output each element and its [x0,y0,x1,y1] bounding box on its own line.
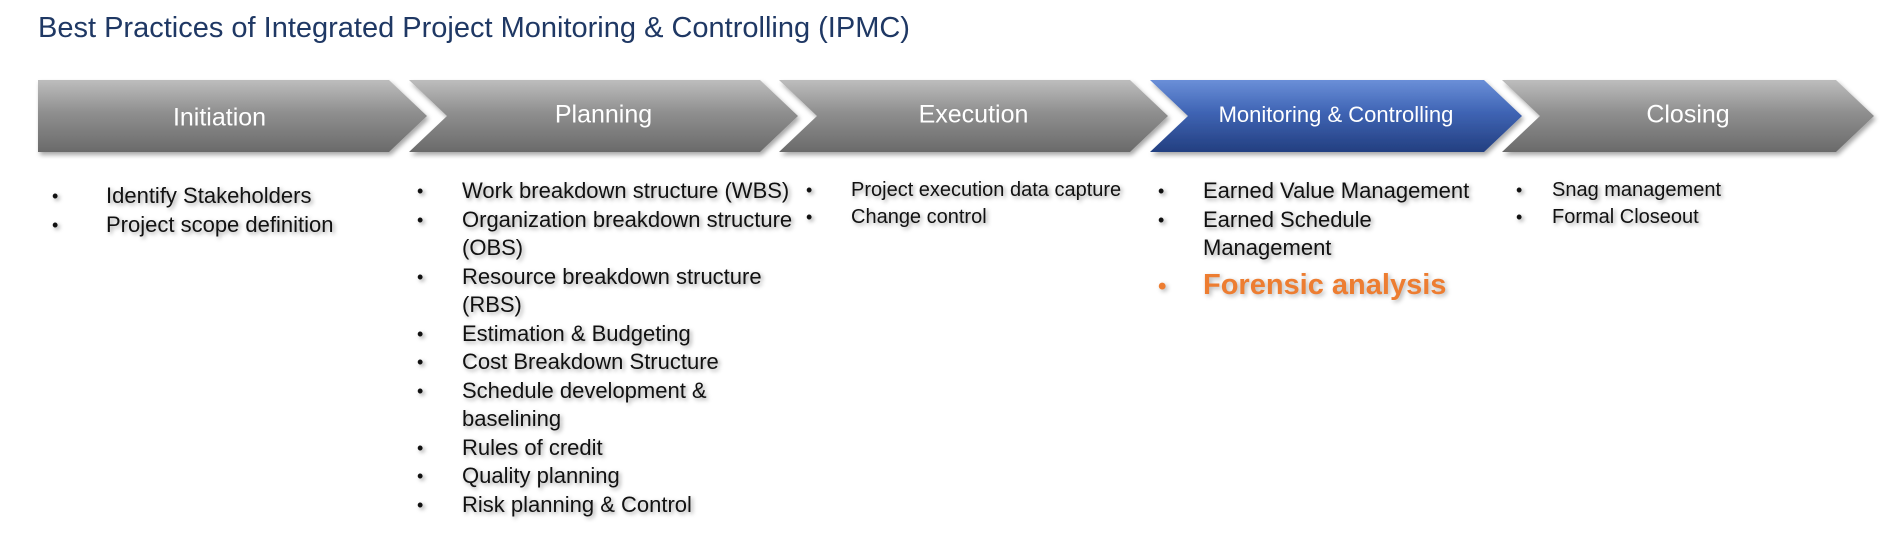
list-item: • Work breakdown structure (WBS) [417,177,802,206]
phase-item-list: • Project execution data capture • Change c… [806,177,1151,231]
bullet-icon: • [1158,272,1167,300]
bullet-icon: • [52,214,59,235]
bullet-icon: • [417,466,424,486]
list-item-text: Earned Schedule Management [1203,206,1372,261]
list-item-text: Risk planning & Control [462,491,692,517]
list-item: • Earned Schedule Management [1158,206,1488,263]
list-item: • Cost Breakdown Structure [417,348,802,377]
phase-item-list: • Identify Stakeholders • Project scope def… [52,182,333,239]
phase-item-list: • Work breakdown structure (WBS) • Organiza… [417,177,802,519]
phase-label: Planning [554,100,653,129]
phase-chevron-planning [409,80,798,152]
list-item-text: Resource breakdown structure (RBS) [462,263,762,318]
list-item: • Resource breakdown structure (RBS) [417,263,802,320]
list-item: • Rules of credit [417,434,802,463]
bullet-icon: • [1516,180,1523,200]
list-item: • Project scope definition [52,211,333,240]
list-item-text: Project scope definition [106,211,334,237]
phase-label: Initiation [172,103,267,132]
bullet-icon: • [417,494,424,515]
list-item-text: Formal Closeout [1552,206,1699,228]
bullet-icon: • [417,266,424,287]
phase-chevron-initiation [38,80,427,152]
phase-label: Execution [918,100,1029,129]
list-item-text: Organization breakdown structure (OBS) [462,206,793,261]
bullet-icon: • [417,352,424,372]
bullet-icon: • [417,380,424,401]
phase-label: Monitoring & Controlling [1218,102,1454,127]
list-item-text: Snag management [1552,179,1722,201]
bullet-icon: • [806,207,813,227]
phase-label: Closing [1646,100,1730,129]
list-item: • Earned Value Management [1158,177,1488,206]
list-item-text: Rules of credit [462,434,603,460]
page-title: Best Practices of Integrated Project Mon… [38,12,910,44]
list-item: • Estimation & Budgeting [417,320,802,349]
bullet-icon: • [417,437,424,458]
list-item: • Schedule development & baselining [417,377,802,434]
list-item: • Formal Closeout [1516,204,1816,231]
bullet-icon: • [417,323,424,344]
list-item-text: Work breakdown structure (WBS) [462,178,790,203]
bullet-icon: • [806,180,813,200]
list-item-text: Forensic analysis [1203,268,1447,301]
list-item: • Risk planning & Control [417,491,802,520]
list-item: • Project execution data capture [806,177,1151,204]
bullet-icon: • [417,181,424,201]
list-item-text: Identify Stakeholders [106,183,312,208]
phase-chevron-monitoring-controlling [1150,80,1522,152]
list-item: • Quality planning [417,462,802,491]
bullet-icon: • [1158,181,1165,201]
bullet-icon: • [1516,207,1523,227]
bullet-icon: • [1158,209,1165,230]
phase-chevron-execution [779,80,1168,152]
phase-item-list: • Snag management • Formal Closeout [1516,177,1816,231]
list-item-text: Change control [851,206,987,228]
highlight-list-item: • Forensic analysis [1158,265,1488,305]
list-item-text: Estimation & Budgeting [462,320,691,346]
list-item-text: Earned Value Management [1203,178,1470,203]
list-item: • Identify Stakeholders [52,182,333,211]
list-item-text: Schedule development & baselining [462,377,707,432]
list-item: • Change control [806,204,1151,231]
list-item: • Snag management [1516,177,1816,204]
list-item: • Organization breakdown structure (OBS) [417,206,802,263]
bullet-icon: • [417,209,424,230]
list-item-text: Quality planning [462,463,620,488]
phase-chevron-closing [1502,80,1874,152]
list-item-text: Project execution data capture [851,179,1122,201]
phase-item-list: • Earned Value Management • Earned Schedule… [1158,177,1488,305]
list-item-text: Cost Breakdown Structure [462,349,719,374]
bullet-icon: • [52,186,59,206]
